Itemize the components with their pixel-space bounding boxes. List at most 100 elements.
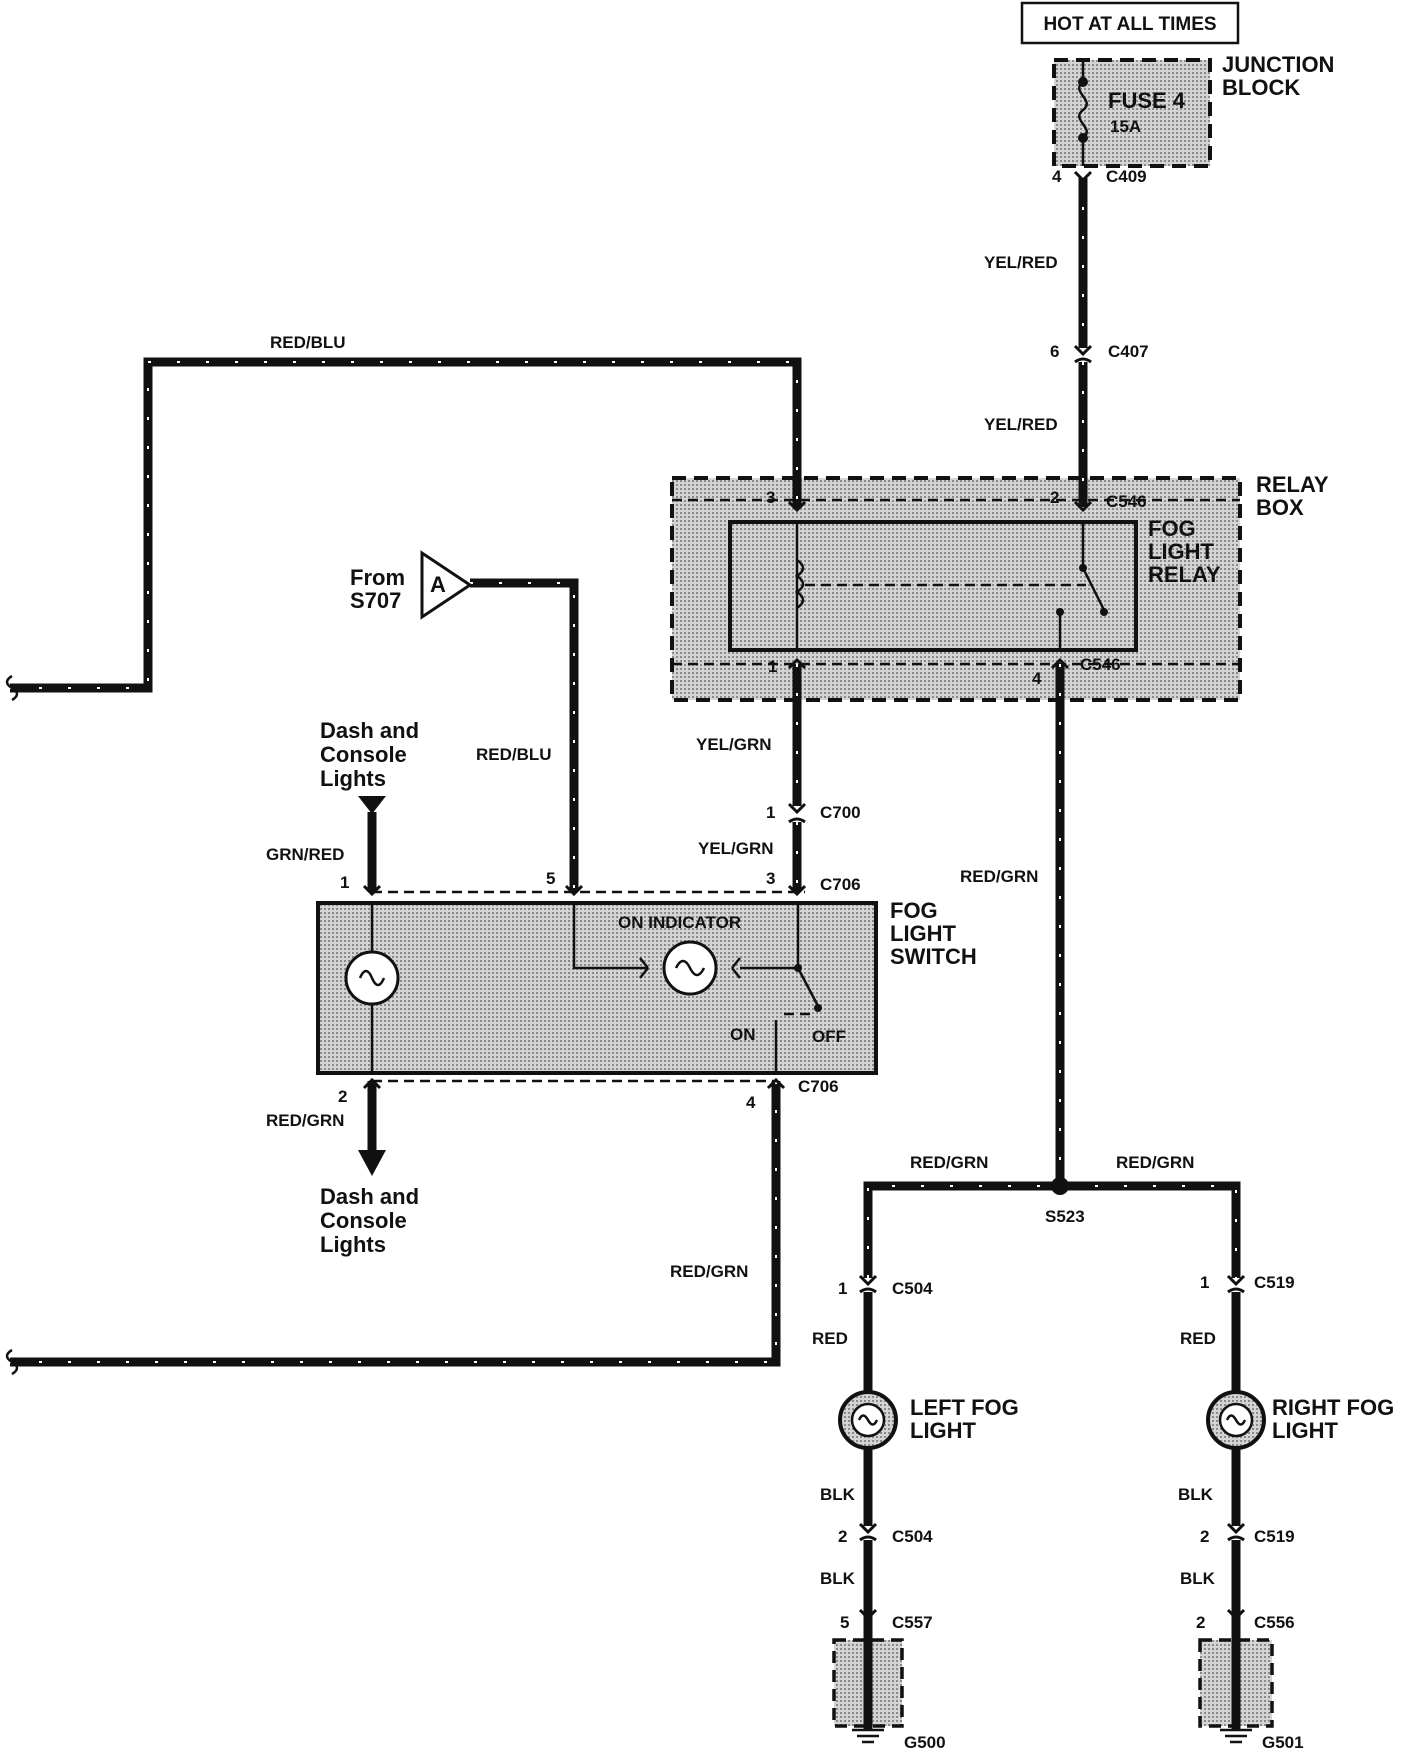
splice-s523-icon xyxy=(1051,1177,1069,1195)
dash-illumination-bulb-icon xyxy=(344,903,400,1073)
pin-c556: 2 xyxy=(1196,1613,1205,1632)
pin-c407: 6 xyxy=(1050,342,1059,361)
pin-relay-2: 2 xyxy=(1050,488,1059,507)
wire-red-blu-top xyxy=(10,357,802,693)
wire-label-yel-red-2: YEL/RED xyxy=(984,415,1058,434)
right-fog-light-bulb-icon xyxy=(1206,1390,1266,1450)
wire-label-yel-grn-1: YEL/GRN xyxy=(696,735,772,754)
right-fog-light-label-2: LIGHT xyxy=(1272,1418,1339,1443)
pin-c700: 1 xyxy=(766,803,775,822)
pin-c504-1: 1 xyxy=(838,1279,847,1298)
splice-label: S523 xyxy=(1045,1207,1085,1226)
hot-at-all-times-box xyxy=(1020,1,1240,45)
fog-light-switch-box xyxy=(316,901,878,1075)
wire-label-red-grn-right: RED/GRN xyxy=(1116,1153,1194,1172)
dash-lights-bottom-2: Console xyxy=(320,1208,407,1233)
switch-label-3: SWITCH xyxy=(890,944,977,969)
fuse-name: FUSE 4 xyxy=(1108,88,1186,113)
pin-switch-2: 2 xyxy=(338,1087,347,1106)
wire-red-grn-switch-out xyxy=(10,1081,781,1367)
junction-block-label-2: BLOCK xyxy=(1222,75,1300,100)
switch-label-2: LIGHT xyxy=(890,921,957,946)
junction-block-label-1: JUNCTION xyxy=(1222,52,1334,77)
wire-red-blu-from-s707 xyxy=(470,578,579,892)
connector-c504-2: C504 xyxy=(892,1527,933,1546)
relay-box xyxy=(670,476,1242,702)
on-indicator-bulb-icon xyxy=(572,903,798,996)
wire-label-blk-r1: BLK xyxy=(1178,1485,1214,1504)
wire-red-grn-splice-branches xyxy=(863,1181,1241,1278)
left-fog-light-label-1: LEFT FOG xyxy=(910,1395,1019,1420)
fog-light-relay xyxy=(728,520,1138,652)
relay-box-label-2: BOX xyxy=(1256,495,1304,520)
connector-c407: C407 xyxy=(1108,342,1149,361)
pin-c504-2: 2 xyxy=(838,1527,847,1546)
switch-label-1: FOG xyxy=(890,898,938,923)
dash-lights-top-2: Console xyxy=(320,742,407,767)
wire-label-yel-grn-2: YEL/GRN xyxy=(698,839,774,858)
wire-label-blk-l1: BLK xyxy=(820,1485,856,1504)
ground-g500-label: G500 xyxy=(904,1733,946,1752)
connector-c700: C700 xyxy=(820,803,861,822)
pin-c519-1: 1 xyxy=(1200,1273,1209,1292)
from-label: From xyxy=(350,565,405,590)
wire-break-bottom xyxy=(5,1348,19,1376)
from-s707-reference-icon xyxy=(420,550,473,620)
wire-label-blk-l2: BLK xyxy=(820,1569,856,1588)
connector-c556: C556 xyxy=(1254,1613,1295,1632)
pin-switch-3: 3 xyxy=(766,869,775,888)
pin-switch-4: 4 xyxy=(746,1093,756,1112)
connector-c546-bottom: C546 xyxy=(1080,655,1121,674)
dash-lights-top-3: Lights xyxy=(320,766,386,791)
wire-label-red-left: RED xyxy=(812,1329,848,1348)
wire-label-red-grn-left: RED/GRN xyxy=(910,1153,988,1172)
reference-letter: A xyxy=(430,572,446,597)
junction-block-box xyxy=(1052,58,1212,168)
left-fog-light-label-2: LIGHT xyxy=(910,1418,977,1443)
switch-on-label: ON xyxy=(730,1025,756,1044)
wire-label-red-grn-relay: RED/GRN xyxy=(960,867,1038,886)
s707-label: S707 xyxy=(350,588,401,613)
left-fog-light-bulb-icon xyxy=(838,1390,898,1450)
ground-g500-icon xyxy=(832,1614,904,1744)
relay-label-3: RELAY xyxy=(1148,562,1221,587)
connector-c706-bottom: C706 xyxy=(798,1077,839,1096)
connector-c706-top: C706 xyxy=(820,875,861,894)
switch-contact xyxy=(774,903,822,1073)
fuse-4 xyxy=(1078,60,1088,166)
wire-label-red-blu-top: RED/BLU xyxy=(270,333,346,352)
pin-c557: 5 xyxy=(840,1613,849,1632)
connector-c504-1: C504 xyxy=(892,1279,933,1298)
wire-label-grn-red: GRN/RED xyxy=(266,845,344,864)
pin-relay-3: 3 xyxy=(766,488,775,507)
connector-c519-2: C519 xyxy=(1254,1527,1295,1546)
pin-switch-5: 5 xyxy=(546,869,555,888)
ground-g501-label: G501 xyxy=(1262,1733,1304,1752)
relay-label-2: LIGHT xyxy=(1148,539,1215,564)
connector-c409: C409 xyxy=(1106,167,1147,186)
wire-break-top xyxy=(5,674,19,702)
wire-label-red-blu-mid: RED/BLU xyxy=(476,745,552,764)
connector-c519-1: C519 xyxy=(1254,1273,1295,1292)
switch-off-label: OFF xyxy=(812,1027,846,1046)
relay-label-1: FOG xyxy=(1148,516,1196,541)
relay-box-label-1: RELAY xyxy=(1256,472,1329,497)
pin-relay-1: 1 xyxy=(768,657,777,676)
connector-symbols xyxy=(362,170,1246,1621)
wire-label-red-grn-bottom: RED/GRN xyxy=(670,1262,748,1281)
connector-c546-top: C546 xyxy=(1106,492,1147,511)
relay-coil xyxy=(794,522,1086,650)
wire-label-yel-red-1: YEL/RED xyxy=(984,253,1058,272)
wire-label-red-right: RED xyxy=(1180,1329,1216,1348)
dash-lights-bottom-1: Dash and xyxy=(320,1184,419,1209)
on-indicator-label: ON INDICATOR xyxy=(618,913,741,932)
ground-g501-icon xyxy=(1198,1614,1274,1744)
pin-c519-2: 2 xyxy=(1200,1527,1209,1546)
fuse-rating: 15A xyxy=(1110,117,1141,136)
pin-switch-1: 1 xyxy=(340,873,349,892)
arrow-from-dash-icon xyxy=(358,796,386,814)
hot-at-all-times-label: HOT AT ALL TIMES xyxy=(1043,14,1216,35)
wire-label-blk-r2: BLK xyxy=(1180,1569,1216,1588)
pin-relay-4: 4 xyxy=(1032,669,1042,688)
